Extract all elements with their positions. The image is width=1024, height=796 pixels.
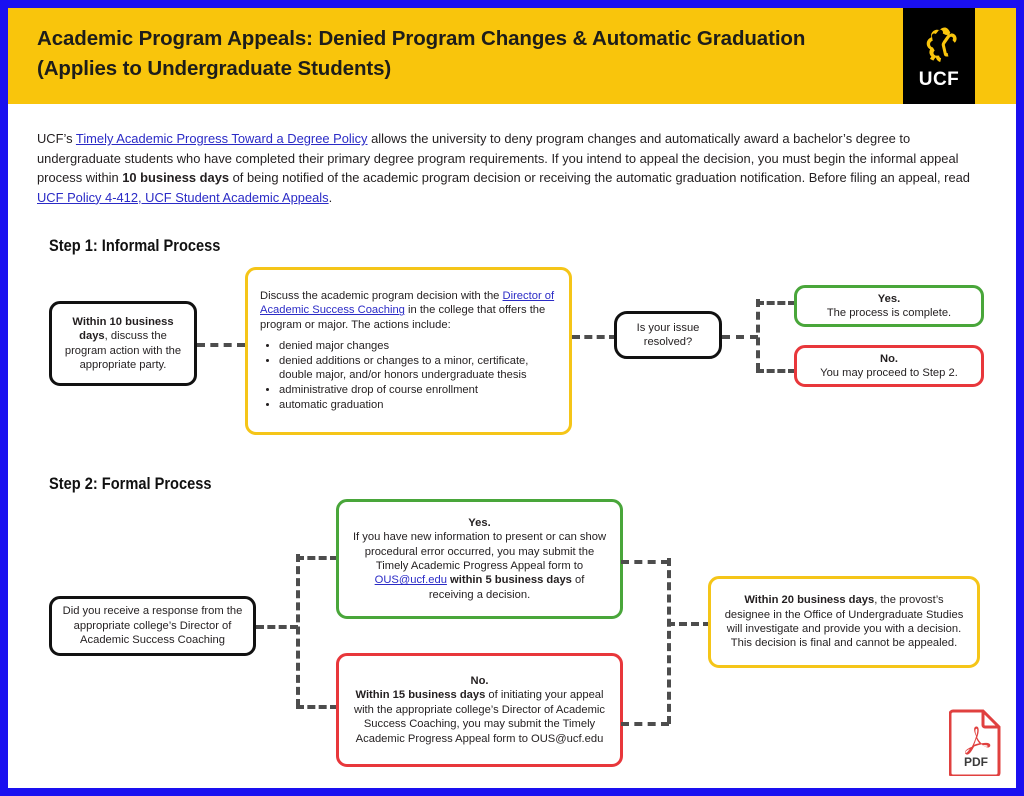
ucf-policy-4-412-link[interactable]: UCF Policy 4-412, UCF Student Academic A… — [37, 189, 329, 205]
step1-action-box: Discuss the academic program decision wi… — [245, 267, 572, 435]
step2-no-text-1: of initiating your appeal with the appro… — [353, 689, 606, 745]
connector-step2-yes-out — [621, 560, 669, 564]
connector-step1-to-yes — [756, 301, 796, 305]
connector-step2-to-no — [296, 705, 338, 709]
list-item: administrative drop of course enrollment — [279, 383, 557, 397]
step2-yes-text-1: If you have new information to present o… — [352, 531, 607, 572]
step1-yes-bold: Yes. — [877, 292, 901, 305]
connector-step2-to-yes — [296, 556, 338, 560]
step1-yes-box: Yes. The process is complete. — [794, 285, 984, 327]
director-academic-success-coaching-link[interactable]: Director of Academic Success Coaching — [260, 289, 555, 317]
step2-final-bold: Within 20 business days — [744, 594, 875, 607]
step1-action-bullet-list: denied major changes denied additions or… — [260, 339, 557, 413]
step2-no-bold-2: Within 15 business days — [355, 689, 486, 702]
pdf-icon-label: PDF — [964, 755, 988, 769]
connector-step2-left-vertical — [296, 554, 300, 707]
intro-bold-10-business-days: 10 business days — [122, 170, 230, 185]
step1-start-box: Within 10 business days, discuss the pro… — [49, 301, 197, 386]
step1-start-rest: , discuss the program action with the ap… — [64, 330, 182, 371]
connector-step2-start-stub — [256, 625, 298, 629]
step1-decision-text: Is your issue resolved? — [636, 321, 700, 348]
step2-start-box: Did you receive a response from the appr… — [49, 596, 256, 656]
list-item: automatic graduation — [279, 398, 557, 412]
step1-no-rest: You may proceed to Step 2. — [820, 367, 958, 379]
list-item: denied major changes — [279, 339, 557, 353]
intro-paragraph: UCF’s Timely Academic Progress Toward a … — [37, 129, 977, 207]
intro-text-1: UCF’s — [37, 131, 76, 146]
intro-text-3: of being notified of the academic progra… — [229, 170, 970, 185]
step1-decision-box: Is your issue resolved? — [614, 311, 722, 359]
step2-yes-text-2: of receiving a decision. — [428, 574, 585, 601]
step1-action-text-2: in the college that offers the program o… — [260, 304, 546, 331]
page-header-banner: Academic Program Appeals: Denied Program… — [8, 8, 1016, 104]
step1-no-box: No. You may proceed to Step 2. — [794, 345, 984, 387]
step2-final-box: Within 20 business days, the provost’s d… — [708, 576, 980, 668]
step2-yes-bold: Yes. — [468, 516, 491, 529]
step1-heading: Step 1: Informal Process — [49, 236, 221, 255]
connector-step1-action-to-decision — [572, 335, 617, 339]
connector-step1-to-no — [756, 369, 796, 373]
list-item: denied additions or changes to a minor, … — [279, 354, 557, 383]
step1-no-bold: No. — [879, 352, 899, 365]
intro-text-2: allows the university to deny program ch… — [37, 131, 959, 185]
step2-final-rest: , the provost’s designee in the Office o… — [724, 594, 964, 650]
page-title-line2: (Applies to Undergraduate Students) — [37, 57, 392, 80]
step2-no-box: No. Within 15 business days of initiatin… — [336, 653, 623, 767]
ucf-wordmark: UCF — [918, 69, 960, 90]
step1-yes-rest: The process is complete. — [826, 307, 952, 319]
pdf-file-icon[interactable]: PDF — [949, 708, 1003, 776]
document-page: Academic Program Appeals: Denied Program… — [8, 8, 1016, 788]
step1-start-bold: Within 10 business days — [72, 315, 174, 343]
connector-step2-no-out — [621, 722, 669, 726]
timely-academic-progress-policy-link[interactable]: Timely Academic Progress Toward a Degree… — [75, 131, 368, 146]
page-title-line1: Academic Program Appeals: Denied Program… — [37, 27, 806, 50]
step2-no-bold: No. — [470, 674, 489, 687]
connector-step2-to-final — [667, 622, 711, 626]
step1-action-text-1: Discuss the academic program decision wi… — [260, 289, 503, 302]
ucf-logo: UCF — [903, 8, 975, 104]
step2-heading: Step 2: Formal Process — [49, 474, 212, 493]
step2-yes-box: Yes. If you have new information to pres… — [336, 499, 623, 619]
page-title: Academic Program Appeals: Denied Program… — [37, 24, 897, 84]
step2-start-text: Did you receive a response from the appr… — [62, 605, 243, 647]
connector-step1-start-to-action — [197, 343, 245, 347]
step2-yes-bold-2: within 5 business days — [446, 574, 572, 587]
connector-step2-right-vertical — [667, 558, 671, 724]
ucf-pegasus-icon — [926, 27, 957, 63]
connector-step1-decision-stub — [722, 335, 758, 339]
ous-email-link-yes[interactable]: OUS@ucf.edu — [374, 574, 447, 587]
intro-text-4: . — [328, 189, 333, 205]
connector-step1-split-vertical — [756, 299, 760, 371]
